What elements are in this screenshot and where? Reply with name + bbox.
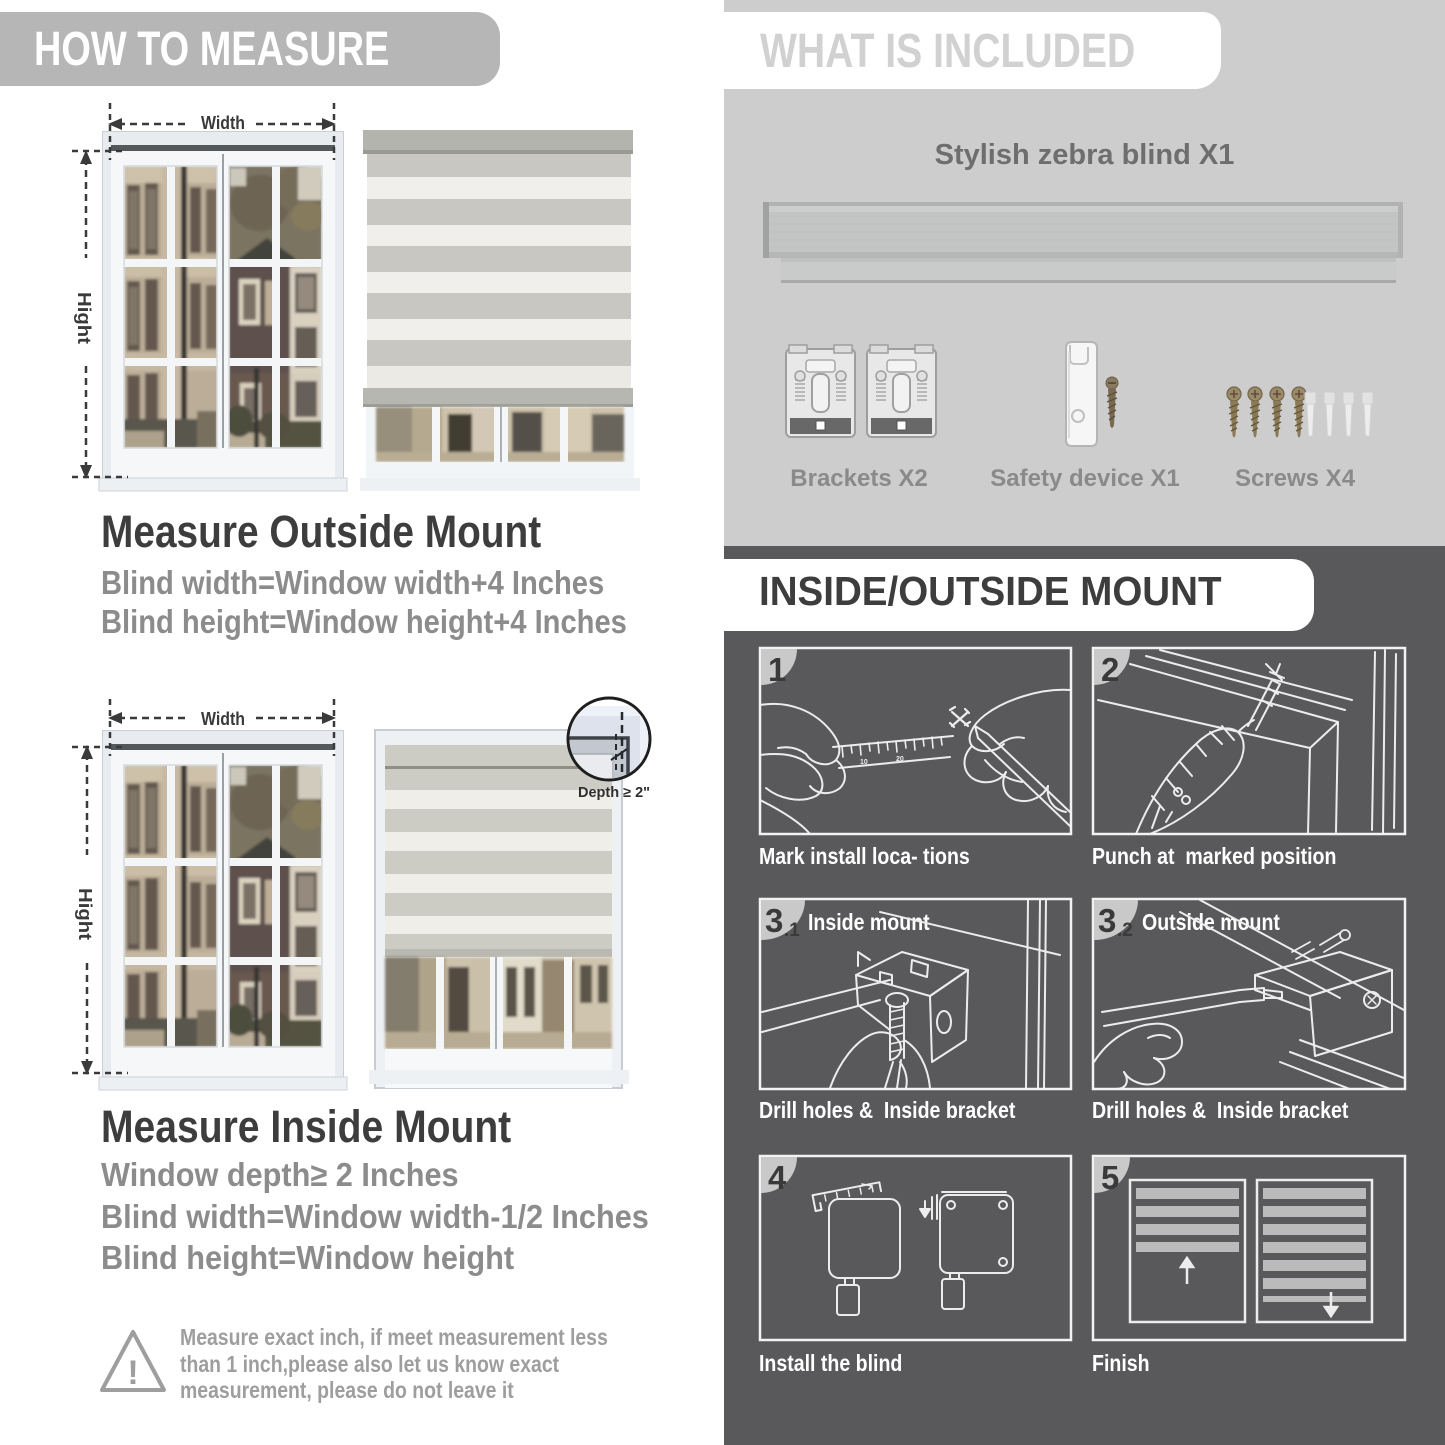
svg-text:2: 2: [1101, 651, 1119, 688]
svg-text:20: 20: [896, 756, 904, 763]
svg-text:10: 10: [860, 759, 868, 766]
svg-text:Depth ≥ 2": Depth ≥ 2": [578, 785, 650, 801]
svg-text:.1: .1: [784, 920, 800, 941]
svg-text:Width: Width: [201, 709, 245, 729]
svg-text:Width: Width: [201, 113, 245, 133]
svg-text:3: 3: [1098, 902, 1116, 939]
svg-text:3: 3: [765, 902, 783, 939]
svg-text:.2: .2: [1117, 920, 1133, 941]
svg-text:Hight: Hight: [75, 888, 95, 940]
svg-text:Hight: Hight: [74, 292, 94, 344]
svg-text:!: !: [127, 1354, 138, 1392]
svg-text:5: 5: [1101, 1159, 1119, 1196]
svg-text:4: 4: [768, 1159, 787, 1196]
svg-text:1: 1: [768, 651, 786, 688]
